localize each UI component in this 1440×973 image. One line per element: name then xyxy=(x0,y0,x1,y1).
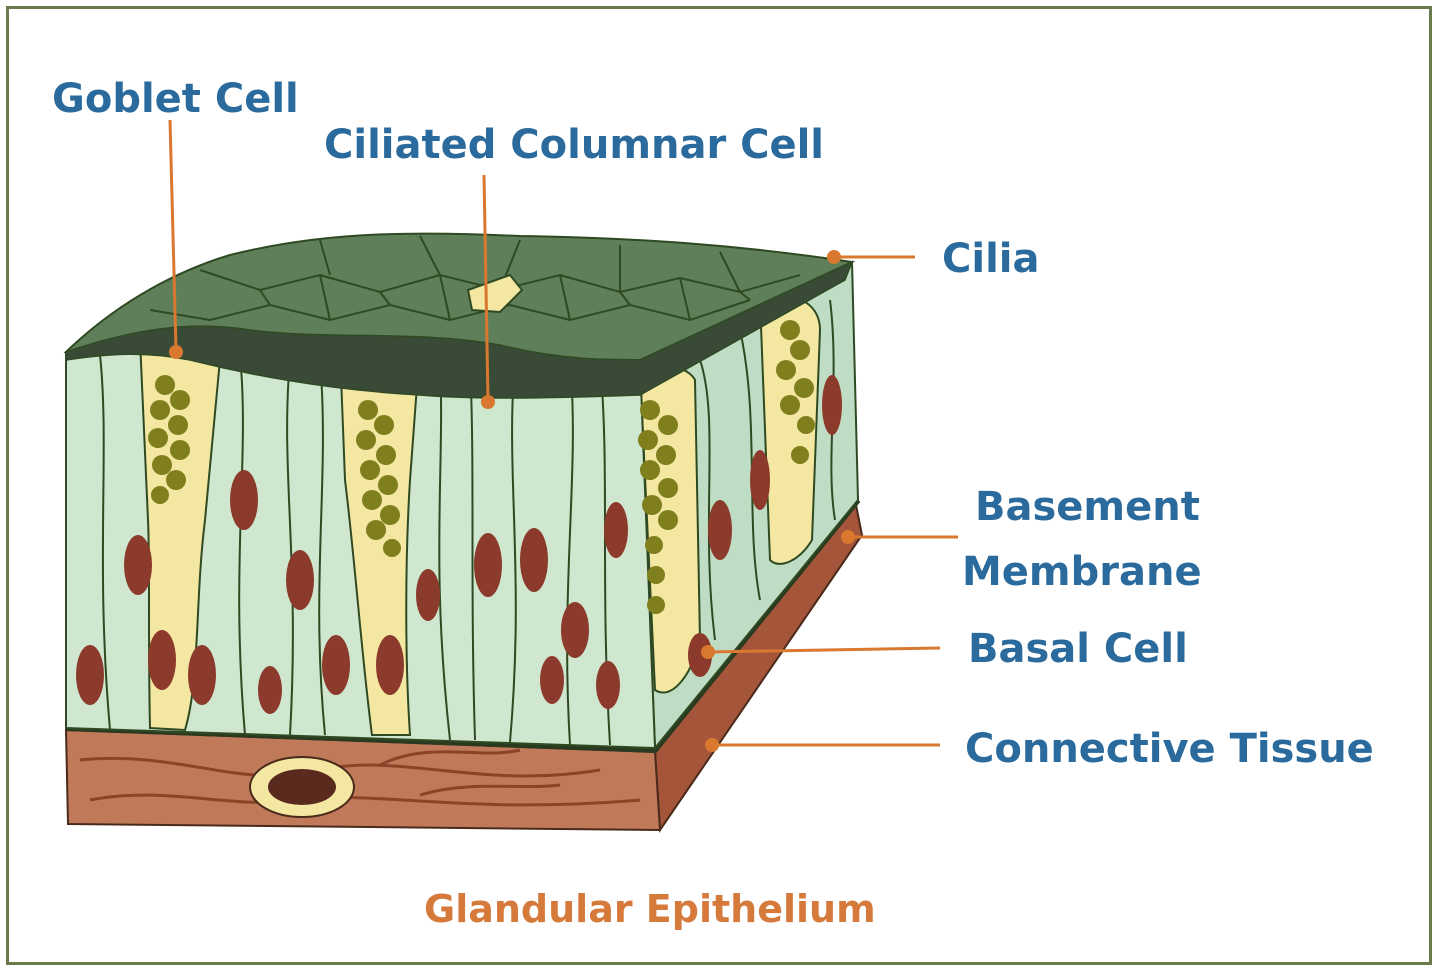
marker-goblet-cell xyxy=(169,345,183,359)
leader-basal-cell xyxy=(707,646,941,654)
nuclei xyxy=(76,375,842,714)
marker-basal-cell xyxy=(701,645,715,659)
epithelium-front-face xyxy=(65,320,842,750)
apical-surface xyxy=(63,232,856,399)
label-goblet-cell: Goblet Cell xyxy=(52,76,299,122)
leader-lines xyxy=(168,119,958,747)
label-cilia: Cilia xyxy=(942,236,1039,282)
apical-front-rim xyxy=(65,260,854,399)
marker-cilia xyxy=(827,250,841,264)
connective-cell-nucleus xyxy=(268,769,336,805)
label-basal-cell: Basal Cell xyxy=(968,626,1188,672)
leader-goblet-cell xyxy=(168,119,178,351)
label-basement-membrane-line1: Basement xyxy=(975,484,1200,530)
marker-connective-tissue xyxy=(705,738,719,752)
label-ciliated-columnar-cell: Ciliated Columnar Cell xyxy=(324,122,824,168)
goblet-granules xyxy=(148,320,815,614)
label-basement-membrane-line2: Membrane xyxy=(962,549,1202,595)
leader-markers xyxy=(169,250,855,752)
label-connective-tissue: Connective Tissue xyxy=(965,726,1374,772)
marker-ciliated-columnar-cell xyxy=(481,395,495,409)
goblet-opening xyxy=(466,273,524,314)
leader-ciliated-columnar-cell xyxy=(482,174,490,401)
diagram-caption: Glandular Epithelium xyxy=(424,887,876,931)
marker-basement-membrane xyxy=(841,530,855,544)
